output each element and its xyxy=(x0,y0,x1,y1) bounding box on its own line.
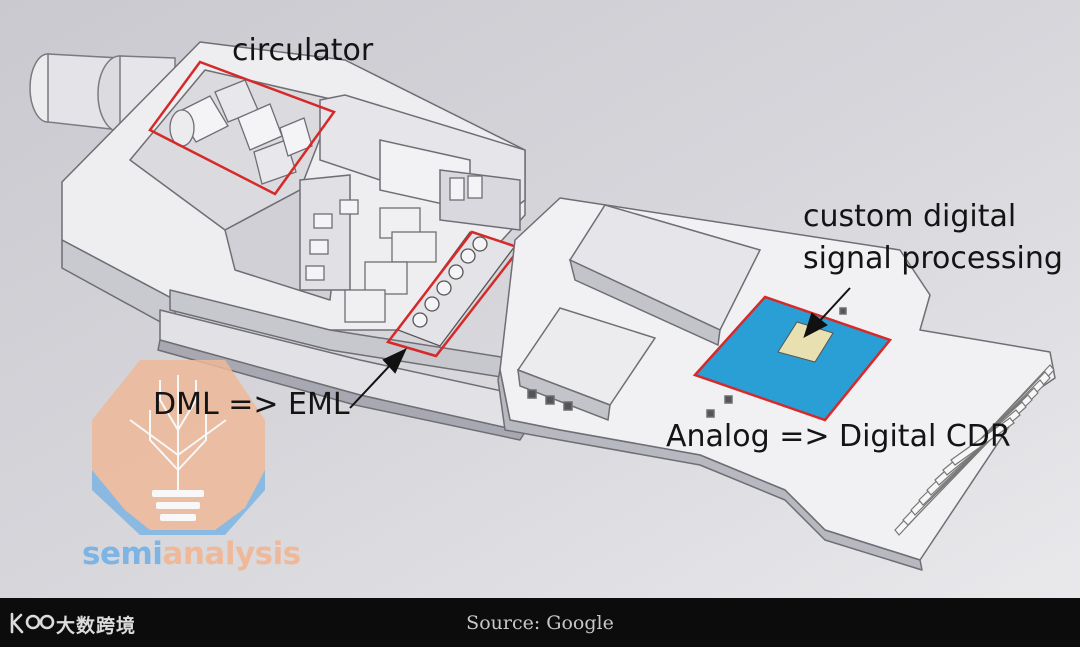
edge-connector-fingers xyxy=(894,364,1055,536)
lens-blocks xyxy=(305,175,483,323)
source-credit: Source: Google xyxy=(466,612,614,634)
brand-name: 大数跨境 xyxy=(56,615,137,637)
label-dml-eml: DML => EML xyxy=(153,387,350,422)
circulator-optics xyxy=(169,79,313,185)
label-cdr: Analog => Digital CDR xyxy=(666,419,1011,454)
dsp-die xyxy=(777,321,834,363)
label-dsp-line2: signal processing xyxy=(803,241,1063,276)
diagram-canvas: circulator custom digital signal process… xyxy=(0,0,1080,598)
brand-logo-icon xyxy=(10,612,55,634)
pcb-chips xyxy=(516,204,847,422)
footer-bar: 大数跨境 Source: Google xyxy=(0,598,1080,647)
label-dsp-line1: custom digital xyxy=(803,199,1017,234)
dsp-chip xyxy=(692,295,893,422)
annotation-arrows xyxy=(349,287,851,409)
semianalysis-logo-icon xyxy=(92,360,265,535)
label-circulator: circulator xyxy=(232,33,374,68)
semianalysis-watermark: semianalysis xyxy=(82,536,301,572)
circulator-highlight xyxy=(148,60,336,196)
optical-module-drawing xyxy=(0,0,1080,598)
